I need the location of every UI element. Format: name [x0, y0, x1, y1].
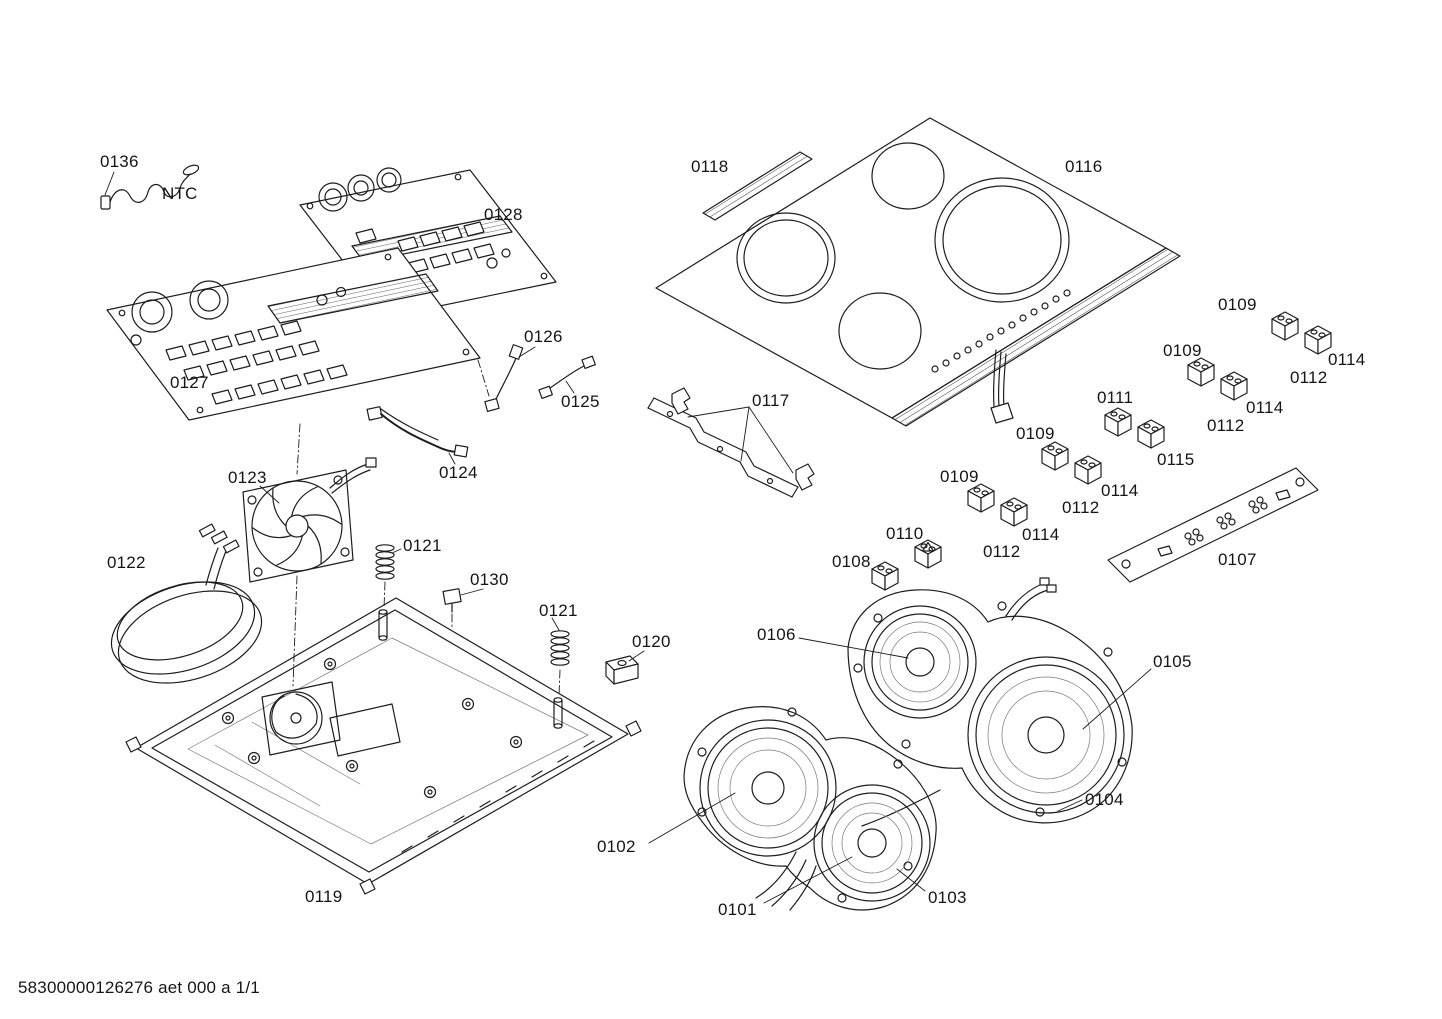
part-label-0114: 0114 — [1328, 350, 1366, 369]
part-0126-cable — [484, 344, 524, 412]
part-label-0115: 0115 — [1157, 450, 1195, 469]
part-label-0109: 0109 — [940, 467, 979, 486]
part-label-0114: 0114 — [1101, 481, 1139, 500]
part-label-ntc: NTC — [162, 184, 198, 203]
part-0118-trim-strip — [702, 151, 813, 221]
part-0117-bracket — [647, 387, 815, 498]
part-label-0105: 0105 — [1153, 652, 1192, 671]
part-label-0109: 0109 — [1163, 341, 1202, 360]
part-0136-ntc-sensor — [100, 164, 200, 210]
part-label-0114: 0114 — [1246, 398, 1284, 417]
part-label-0125: 0125 — [561, 392, 600, 411]
part-0106-induction-coil-small — [863, 605, 977, 719]
part-label-0101: 0101 — [718, 900, 757, 919]
part-label-0119: 0119 — [305, 887, 343, 906]
document-code: 58300000126276 aet 000 a 1/1 — [18, 978, 260, 997]
part-0120-connector — [605, 655, 639, 685]
part-label-0136: 0136 — [100, 152, 139, 171]
part-label-0123: 0123 — [228, 468, 267, 487]
part-label-0112: 0112 — [1062, 498, 1100, 517]
part-0101-induction-coil-small — [813, 784, 931, 902]
part-label-0108: 0108 — [832, 552, 871, 571]
part-label-0126: 0126 — [524, 327, 563, 346]
part-label-0117: 0117 — [752, 391, 790, 410]
part-label-0130: 0130 — [470, 570, 509, 589]
part-label-0128: 0128 — [484, 205, 523, 224]
part-label-0102: 0102 — [597, 837, 636, 856]
part-label-0122: 0122 — [107, 553, 146, 572]
part-label-0116: 0116 — [1065, 157, 1103, 176]
part-label-0103: 0103 — [928, 888, 967, 907]
part-label-0107: 0107 — [1218, 550, 1257, 569]
part-0122-power-cord — [110, 523, 263, 684]
part-0123-fan — [242, 457, 377, 583]
part-label-0104: 0104 — [1085, 790, 1124, 809]
part-label-0112: 0112 — [1207, 416, 1245, 435]
part-label-0110: 0110 — [886, 524, 924, 543]
part-label-0121: 0121 — [539, 601, 578, 620]
part-0119-base-pan — [125, 597, 642, 895]
part-label-0109: 0109 — [1218, 295, 1257, 314]
part-label-0118: 0118 — [691, 157, 729, 176]
part-0127-power-board — [106, 247, 481, 421]
touch-control-dots — [931, 289, 1071, 373]
part-label-0124: 0124 — [439, 463, 478, 482]
part-label-0111: 0111 — [1097, 388, 1134, 407]
part-label-0112: 0112 — [983, 542, 1021, 561]
part-label-0112: 0112 — [1290, 368, 1328, 387]
part-label-0114: 0114 — [1022, 525, 1060, 544]
part-label-0109: 0109 — [1016, 424, 1055, 443]
part-0105-induction-coil-large — [967, 656, 1125, 814]
part-label-0121: 0121 — [403, 536, 442, 555]
part-0125-cable — [538, 355, 596, 400]
part-0107-control-board — [1107, 467, 1319, 583]
display-flex-cable — [990, 349, 1014, 424]
leader-lines — [104, 171, 1152, 904]
part-0116-glass-ceramic-top — [655, 117, 1181, 427]
part-label-0120: 0120 — [632, 632, 671, 651]
parts-small-switch-blocks — [871, 311, 1332, 591]
part-0124-cable-harness — [366, 406, 469, 458]
part-label-0127: 0127 — [170, 373, 209, 392]
part-0130-clip — [442, 588, 462, 613]
part-label-0106: 0106 — [757, 625, 796, 644]
assembly-axis-lines — [292, 359, 561, 697]
part-0102-induction-coil-large — [699, 719, 837, 857]
part-0103-coil-carrier-left — [683, 706, 941, 911]
